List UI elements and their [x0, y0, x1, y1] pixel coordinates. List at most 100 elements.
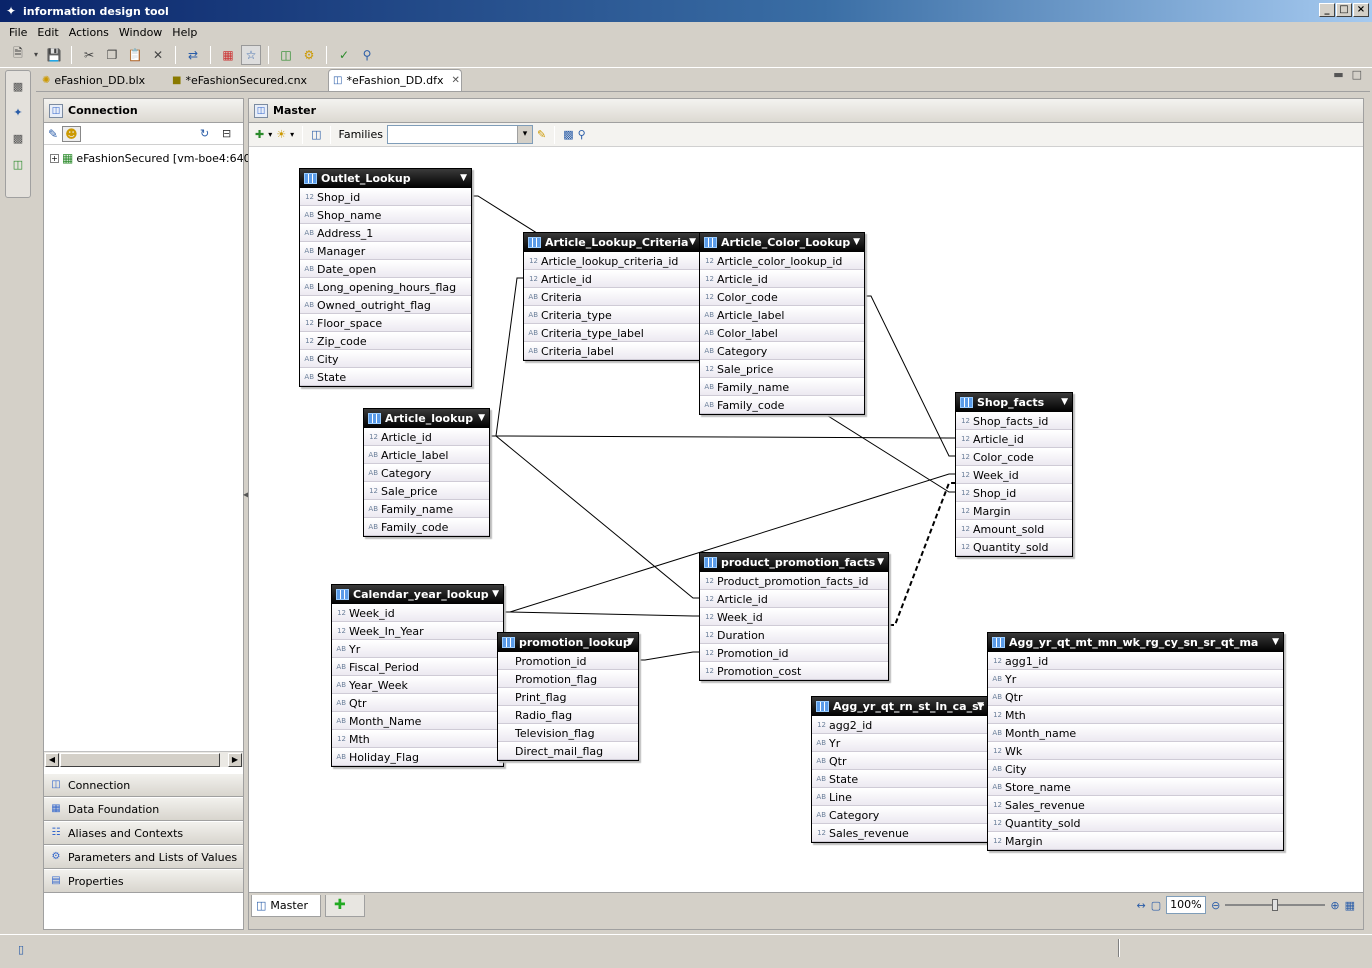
restore-icon[interactable]: ▩ [12, 79, 24, 93]
join-line[interactable] [865, 295, 955, 457]
dropdown-arrow-icon[interactable]: ▾ [33, 50, 38, 59]
table-menu-icon[interactable]: ▼ [877, 557, 884, 567]
join-line[interactable] [490, 435, 699, 599]
minimize-editor-icon[interactable]: ▬ [1333, 68, 1344, 81]
join-line[interactable] [639, 651, 699, 661]
table-menu-icon[interactable]: ▼ [1272, 637, 1279, 647]
menu-help[interactable]: Help [172, 25, 198, 39]
table-column[interactable]: Direct_mail_flag [498, 742, 638, 760]
minimize-button[interactable]: _ [1319, 3, 1335, 17]
resources-icon[interactable]: ✦ [13, 105, 23, 119]
find-icon[interactable]: ⚲ [362, 47, 372, 62]
view-icon[interactable]: ▩ [563, 128, 574, 141]
edit-connection-icon[interactable]: ✎ [48, 126, 59, 141]
table-header[interactable]: Article_Lookup_Criteria▼ [524, 233, 700, 252]
table-header[interactable]: Outlet_Lookup▼ [300, 169, 471, 188]
join-line[interactable] [490, 277, 523, 437]
repository-icon[interactable]: ◫ [12, 157, 24, 171]
menu-edit[interactable]: Edit [37, 25, 59, 39]
edit-families-icon[interactable]: ✎ [536, 128, 547, 141]
table-menu-icon[interactable]: ▼ [1061, 397, 1068, 407]
table-column[interactable]: Television_flag [498, 724, 638, 742]
fit-page-icon[interactable]: ▢ [1150, 898, 1162, 912]
cut-icon[interactable]: ✂ [83, 47, 95, 62]
scroll-thumb[interactable] [60, 753, 220, 767]
maximize-editor-icon[interactable]: □ [1351, 68, 1362, 81]
panel-sash[interactable]: ◀ [243, 490, 250, 499]
table-menu-icon[interactable]: ▼ [853, 237, 860, 247]
table-header[interactable]: Article_lookup▼ [364, 409, 489, 428]
zoom-out-icon[interactable]: ⊖ [1211, 898, 1221, 912]
tree-item-connection[interactable]: + ▦ eFashionSecured [vm-boe4:6400 [50, 151, 258, 165]
table-column[interactable]: Promotion_flag [498, 670, 638, 688]
insert-table-icon[interactable]: ◫ [280, 47, 292, 62]
table-menu-icon[interactable]: ▼ [627, 637, 634, 647]
bind-icon[interactable]: ⇄ [187, 47, 199, 62]
families-select[interactable] [386, 125, 533, 144]
table-header[interactable]: product_promotion_facts▼ [700, 553, 888, 572]
collapse-all-icon[interactable]: ⊟ [222, 127, 232, 140]
table-column[interactable]: Radio_flag [498, 706, 638, 724]
paste-icon[interactable]: 📋 [127, 47, 143, 62]
tab-efashion-dd-dfx[interactable]: ◫ *eFashion_DD.dfx ✕ [328, 69, 462, 91]
table-header[interactable]: promotion_lookup▼ [498, 633, 638, 652]
table-column[interactable]: Promotion_id [498, 652, 638, 670]
section-parameters-lov[interactable]: ⚙Parameters and Lists of Values [44, 845, 243, 869]
delete-icon[interactable]: ✕ [152, 47, 164, 62]
tab-master[interactable]: ◫ Master [251, 895, 321, 917]
close-button[interactable]: × [1353, 3, 1369, 17]
table-header[interactable]: Calendar_year_lookup▼ [332, 585, 503, 604]
tab-efashionsecured-cnx[interactable]: ■ *eFashionSecured.cnx [168, 69, 326, 91]
table-menu-icon[interactable]: ▼ [492, 589, 499, 599]
zoom-slider[interactable] [1225, 896, 1326, 914]
maximize-button[interactable]: □ [1336, 3, 1352, 17]
add-view-button[interactable]: ✚ [325, 895, 365, 917]
